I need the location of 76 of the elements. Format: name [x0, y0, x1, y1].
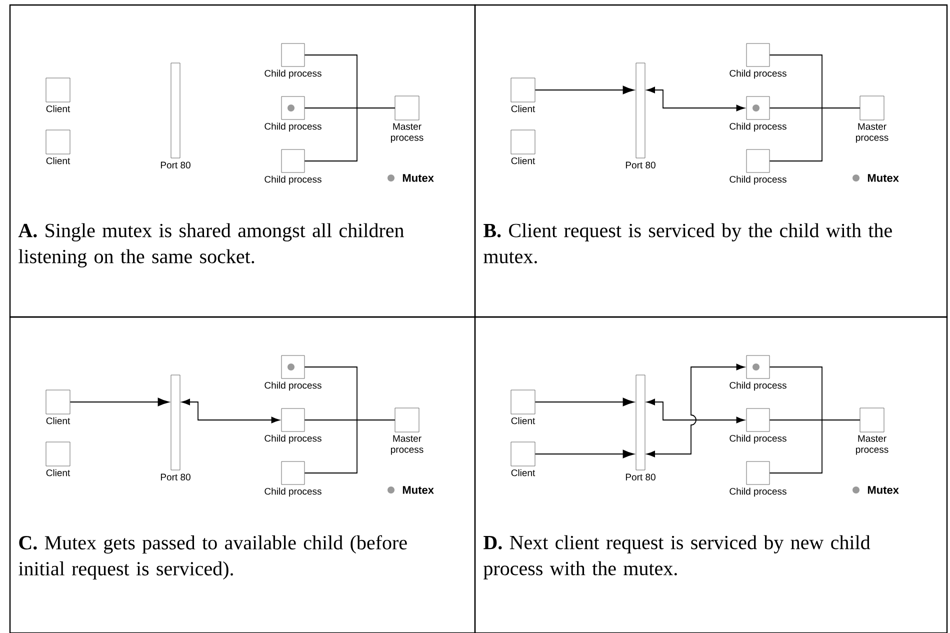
node-label: Child process — [264, 176, 322, 185]
node-label: Master process — [390, 123, 424, 143]
node-label: Port 80 — [160, 162, 190, 168]
master-process-box: Master process — [390, 96, 424, 143]
child-process-box: Child process — [730, 149, 786, 185]
client-box: Client — [510, 130, 536, 164]
mutex-dot — [288, 104, 294, 112]
child-process-box: Child process — [730, 355, 786, 391]
node-label: Child process — [730, 122, 786, 132]
node-label: Client — [46, 417, 70, 424]
node-label: Child process — [264, 122, 322, 132]
legend-label: Mutex — [402, 174, 434, 182]
child-process-box: Child process — [264, 96, 322, 132]
client-box: Client — [510, 390, 536, 424]
legend-label: Mutex — [868, 174, 899, 182]
client-box: Client — [46, 78, 70, 112]
node-label: Child process — [730, 382, 786, 391]
double-arrow — [646, 398, 745, 424]
child-process-box: Child process — [264, 461, 322, 497]
node-label: Port 80 — [626, 474, 656, 480]
node-label: Client — [511, 157, 536, 164]
mutex-dot — [288, 364, 294, 370]
node-label: Child process — [264, 382, 322, 391]
double-arrow — [646, 364, 745, 458]
node-label: Child process — [730, 176, 786, 185]
node-label: Client — [46, 157, 70, 164]
child-process-box: Child process — [730, 96, 786, 132]
double-arrow — [646, 86, 745, 112]
child-process-box: Child process — [264, 149, 322, 185]
port-bar: Port 80 — [626, 374, 656, 480]
node-label: Child process — [730, 434, 786, 444]
node-label: Port 80 — [626, 162, 656, 168]
node-label: Client — [511, 417, 536, 424]
client-box: Client — [46, 130, 70, 164]
arrow — [534, 450, 634, 458]
client-box: Client — [510, 78, 536, 112]
master-process-box: Master process — [390, 408, 424, 455]
arrow — [534, 398, 634, 406]
node-label: Client — [511, 105, 536, 112]
legend-label: Mutex — [868, 486, 899, 494]
child-process-box: Child process — [264, 43, 322, 79]
node-label: Child process — [264, 70, 322, 79]
connector-line — [769, 420, 860, 474]
node-label: Master process — [856, 435, 888, 455]
child-process-box: Child process — [264, 355, 322, 391]
node-label: Child process — [264, 434, 322, 444]
client-box: Client — [510, 442, 536, 476]
port-bar: Port 80 — [626, 62, 656, 168]
master-process-box: Master process — [856, 408, 888, 455]
node-label: Client — [46, 105, 70, 112]
mutex-dot — [752, 364, 760, 370]
child-process-box: Child process — [730, 461, 786, 497]
child-process-box: Child process — [730, 408, 786, 444]
arrow — [534, 86, 634, 94]
node-label: Master process — [856, 123, 888, 143]
node-label: Child process — [730, 70, 786, 79]
client-box: Client — [46, 390, 70, 424]
master-process-box: Master process — [856, 96, 888, 143]
mutex-dot — [752, 104, 760, 112]
child-process-box: Child process — [264, 408, 322, 444]
port-bar: Port 80 — [160, 62, 190, 168]
child-process-box: Child process — [730, 43, 786, 79]
node-label: Child process — [730, 488, 786, 497]
double-arrow — [182, 398, 280, 424]
connector-line — [304, 108, 396, 162]
client-box: Client — [46, 442, 70, 476]
legend-label: Mutex — [402, 486, 434, 494]
node-label: Child process — [264, 488, 322, 497]
node-label: Port 80 — [160, 474, 190, 480]
port-bar: Port 80 — [160, 374, 190, 480]
connector-line — [769, 108, 860, 162]
node-label: Master process — [390, 435, 424, 455]
node-label: Client — [511, 469, 536, 476]
connector-line — [304, 420, 396, 474]
node-label: Client — [46, 469, 70, 476]
arrow — [70, 398, 170, 406]
